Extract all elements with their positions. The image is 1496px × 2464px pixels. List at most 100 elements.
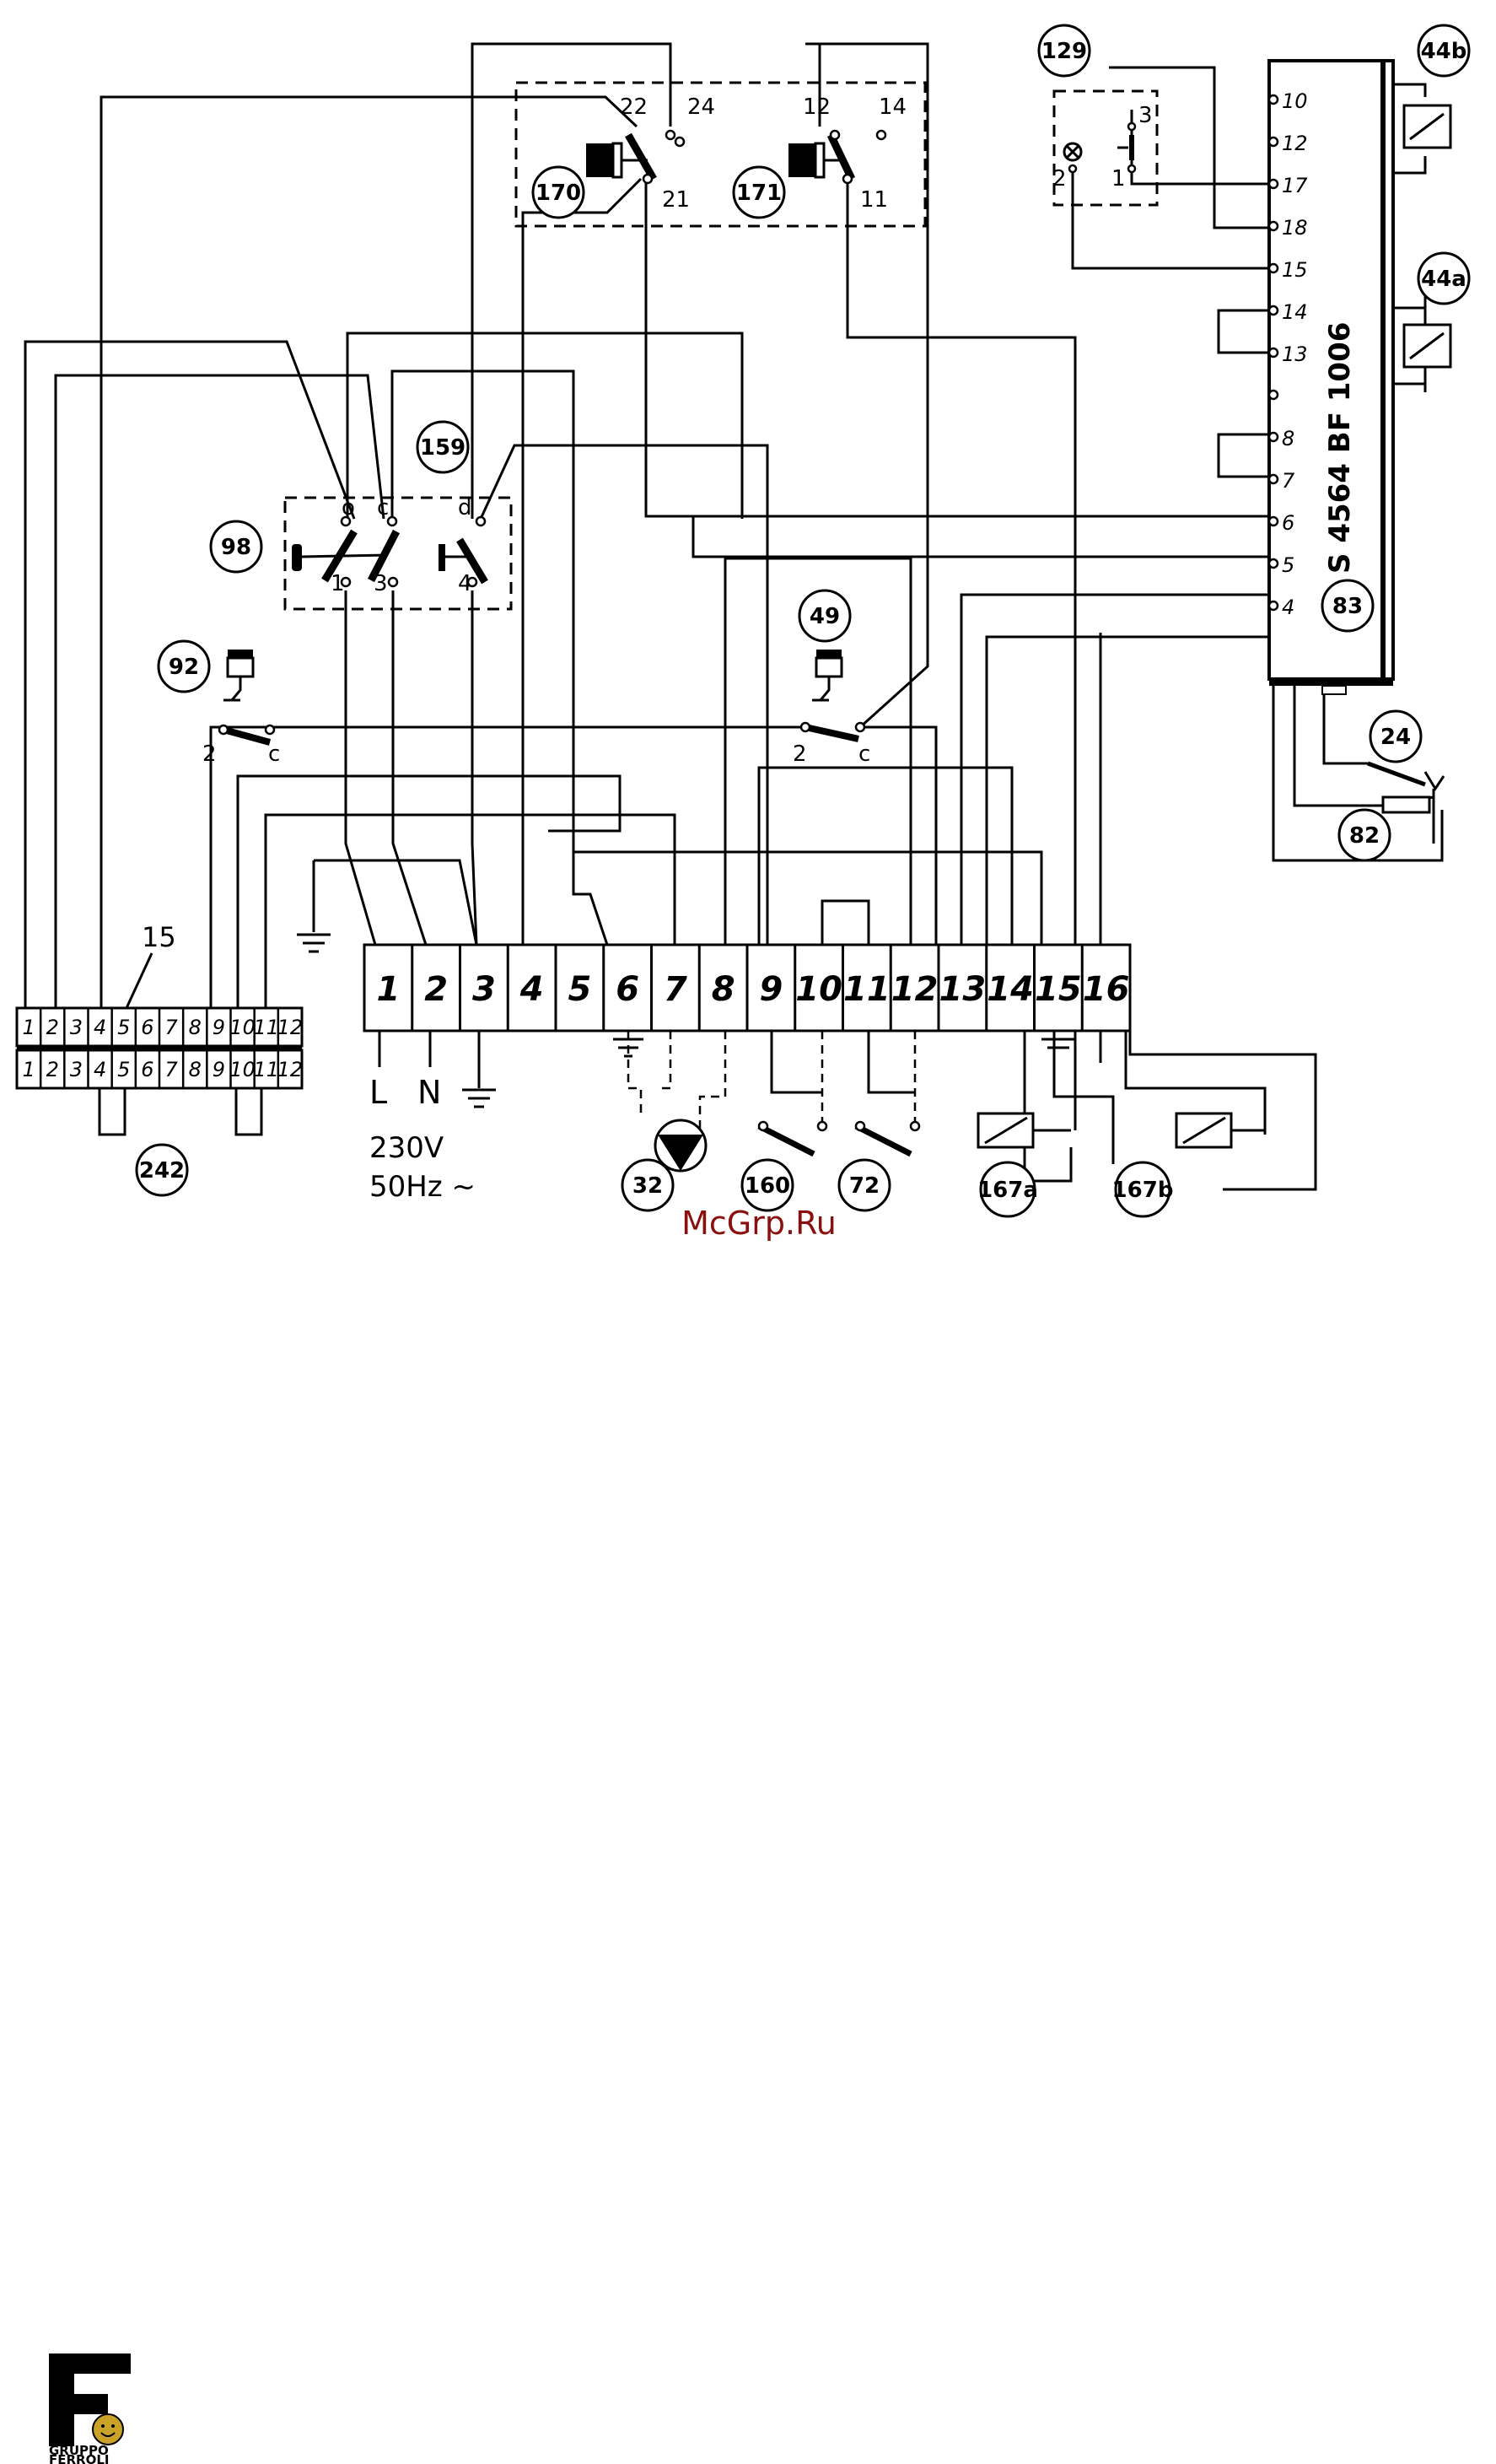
- contact-label-92-2: 2: [202, 741, 217, 767]
- tag-label-160: 160: [745, 1173, 790, 1199]
- connector-pin-7: 7: [164, 1058, 178, 1081]
- controller-pin-12: 12: [1282, 132, 1308, 155]
- contact-label-14: 14: [879, 94, 907, 120]
- controller-pin-dot: [1269, 306, 1278, 315]
- thermostat-49: 2 c: [793, 650, 870, 767]
- tag-label-159: 159: [420, 435, 465, 461]
- supply-neutral: N: [417, 1074, 441, 1111]
- terminal-16: 16: [1083, 970, 1130, 1009]
- connector-pin-6: 6: [141, 1016, 153, 1039]
- controller-pin-dot: [1269, 559, 1278, 568]
- contact-label-21: 21: [662, 187, 690, 213]
- supply-frequency: 50Hz ~: [369, 1170, 476, 1204]
- terminal-13: 13: [939, 970, 987, 1009]
- relay-44b: [1404, 105, 1450, 148]
- connector-pin-8: 8: [189, 1058, 202, 1081]
- watermark: McGrp.Ru: [681, 1205, 837, 1242]
- tag-label-129: 129: [1041, 39, 1087, 64]
- contact-label-12: 12: [803, 94, 831, 120]
- power-supply: L N 230V 50Hz ~: [369, 1031, 496, 1204]
- supply-voltage: 230V: [369, 1131, 444, 1165]
- connector-242: 123456789101112 123456789101112 15: [17, 921, 303, 1135]
- connector-pin-5: 5: [117, 1016, 130, 1039]
- switch-160: [759, 1122, 826, 1154]
- controller-pin-dot: [1269, 95, 1278, 104]
- contact-label-11: 11: [860, 187, 888, 213]
- supply-phase: L: [369, 1074, 387, 1111]
- contact-label-129-3: 3: [1138, 103, 1153, 128]
- tag-label-92: 92: [169, 655, 199, 680]
- connector-pin-12: 12: [277, 1058, 304, 1081]
- controller-pin-dot: [1269, 180, 1278, 188]
- controller-pin-18: 18: [1282, 216, 1308, 240]
- contact-label-129-1: 1: [1111, 166, 1126, 191]
- tag-label-170: 170: [535, 181, 581, 206]
- connector-pin-2: 2: [46, 1016, 59, 1039]
- terminal-5: 5: [568, 970, 591, 1009]
- connector-pin-6: 6: [141, 1058, 153, 1081]
- earth-left: [297, 860, 476, 952]
- tag-label-24: 24: [1380, 725, 1411, 750]
- contact-label-129-2: 2: [1052, 166, 1067, 191]
- terminal-9: 9: [759, 970, 783, 1009]
- contact-label-4: 4: [458, 571, 472, 596]
- controller-model: S 4564 BF 1006: [1323, 322, 1357, 574]
- contact-label-49-2: 2: [793, 741, 807, 767]
- terminal-14: 14: [987, 970, 1034, 1009]
- logo-line-2: FERROLI: [49, 2452, 109, 2464]
- controller-pin-14: 14: [1282, 300, 1308, 324]
- controller-pin-dot: [1269, 264, 1278, 272]
- controller-pin-dot: [1269, 137, 1278, 146]
- contact-label-c: c: [377, 495, 389, 520]
- terminal-1: 1: [376, 970, 400, 1009]
- controller-pin-4: 4: [1282, 596, 1294, 619]
- controller-pin-17: 17: [1282, 174, 1308, 197]
- terminal-7: 7: [664, 970, 687, 1009]
- connector-pin-3: 3: [70, 1016, 83, 1039]
- connector-pin-2: 2: [46, 1058, 59, 1081]
- connector-pin-9: 9: [213, 1016, 225, 1039]
- controller-pin-dot: [1269, 348, 1278, 357]
- thermostat-92: 2 c: [202, 650, 280, 767]
- tag-label-44b: 44b: [1421, 39, 1467, 64]
- tag-label-72: 72: [849, 1173, 880, 1199]
- controller-pin-dot: [1269, 475, 1278, 483]
- contact-label-3: 3: [374, 571, 388, 596]
- connector-pin-1: 1: [22, 1058, 35, 1081]
- valve-167b: [1176, 1113, 1265, 1147]
- connector-pin-11: 11: [253, 1058, 279, 1081]
- controller-pin-6: 6: [1282, 511, 1294, 535]
- terminal-8: 8: [712, 970, 735, 1009]
- tag-label-82: 82: [1349, 823, 1380, 849]
- controller-pin-dot: [1269, 391, 1278, 399]
- contact-label-1: 1: [331, 571, 345, 596]
- terminal-2: 2: [424, 970, 448, 1009]
- contact-label-92-c: c: [268, 741, 280, 767]
- contact-label-49-c: c: [858, 741, 870, 767]
- controller-pin-10: 10: [1282, 89, 1308, 113]
- switch-box-98-159: [285, 498, 511, 609]
- connector-pin-1: 1: [22, 1016, 35, 1039]
- tag-label-171: 171: [736, 181, 782, 206]
- switch-159: d 4: [439, 495, 485, 596]
- tag-label-49: 49: [810, 604, 840, 629]
- connector-pin-7: 7: [164, 1016, 178, 1039]
- controller-pin-dot: [1269, 517, 1278, 526]
- controller-pin-15: 15: [1282, 258, 1308, 282]
- connector-pin-10: 10: [229, 1058, 256, 1081]
- connector-pin-8: 8: [189, 1016, 202, 1039]
- tag-label-32: 32: [632, 1173, 663, 1199]
- contact-label-24: 24: [687, 94, 715, 120]
- contact-label-22: 22: [620, 94, 648, 120]
- terminal-11: 11: [843, 970, 891, 1009]
- connector-lead-label: 15: [142, 921, 176, 953]
- tag-label-167b: 167b: [1112, 1178, 1174, 1203]
- connector-pin-5: 5: [117, 1058, 130, 1081]
- electrode-24: [1368, 763, 1444, 789]
- controller-pin-13: 13: [1282, 342, 1308, 366]
- switch-98: o c 1 3: [292, 495, 397, 596]
- contact-label-d: d: [458, 495, 472, 520]
- controller-pin-dot: [1269, 222, 1278, 230]
- terminal-10: 10: [795, 970, 842, 1009]
